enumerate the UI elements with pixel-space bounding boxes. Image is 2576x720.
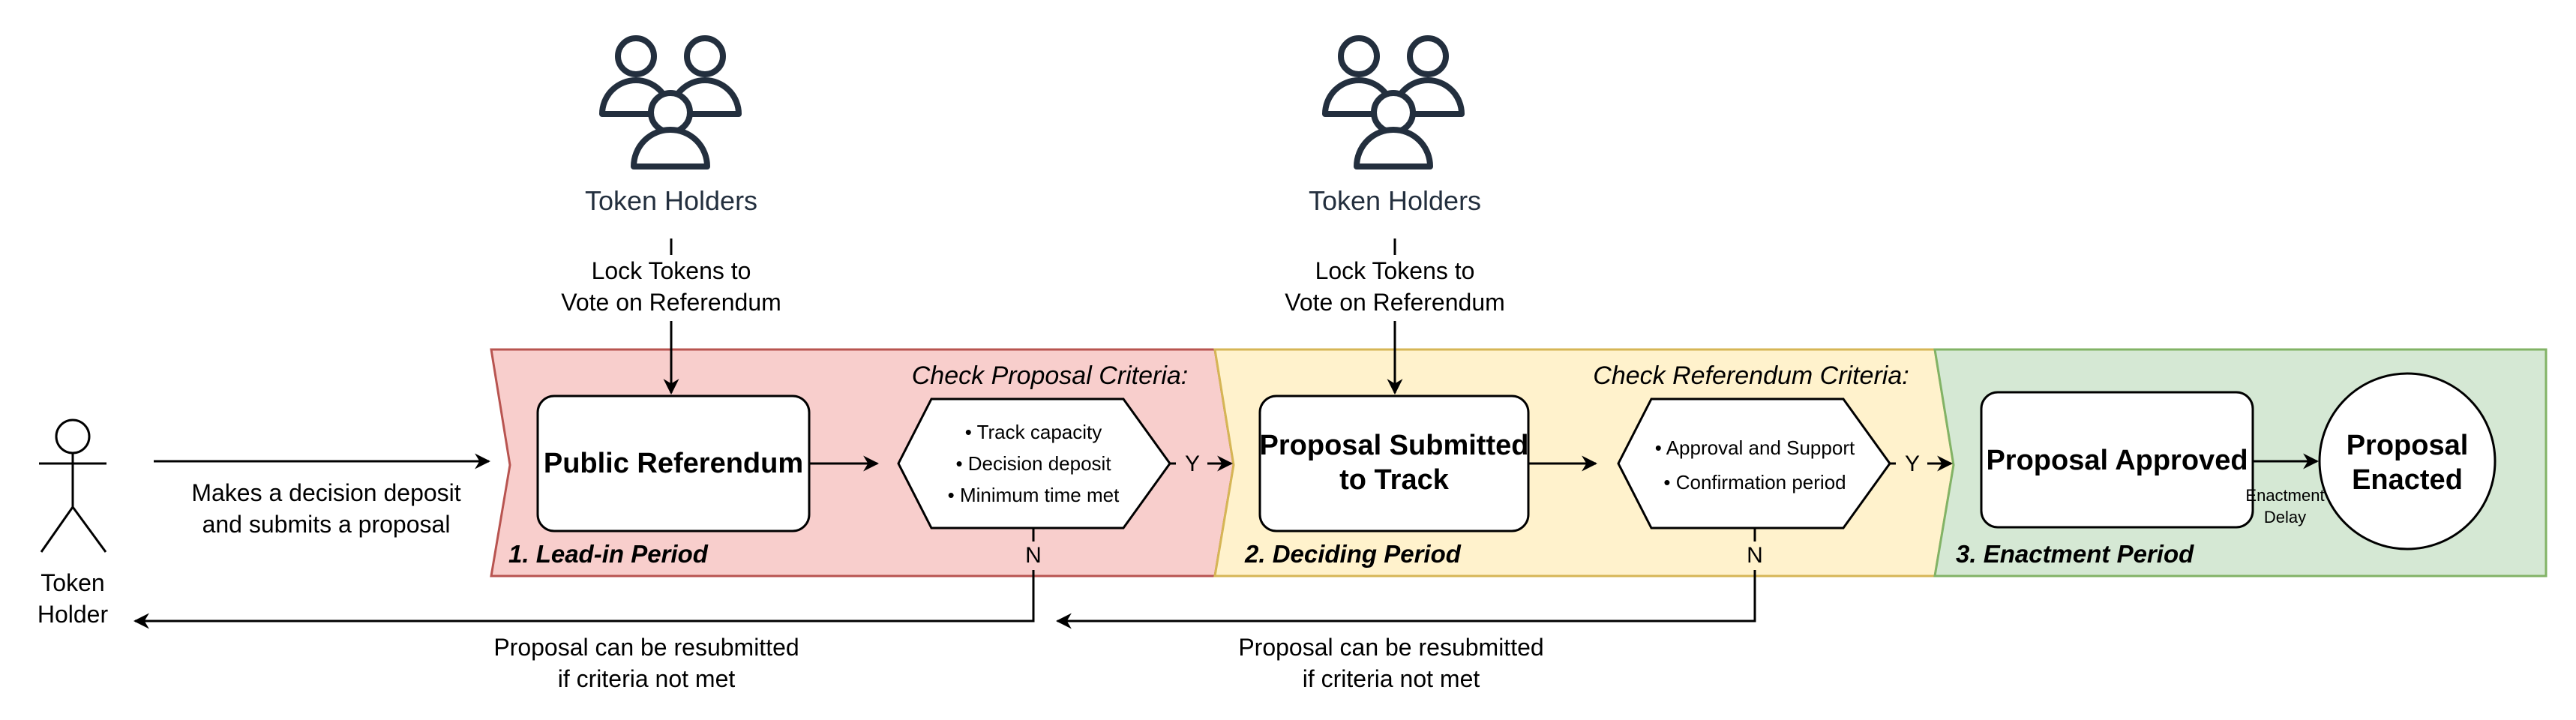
- submit-note-line2: and submits a proposal: [202, 511, 451, 538]
- phase-label-enactment: 3. Enactment Period: [1956, 540, 2194, 568]
- proposal-criterion: • Decision deposit: [955, 452, 1111, 475]
- enactment-delay-line1: Enactment: [2245, 486, 2324, 505]
- lock-tokens-1-line2: Vote on Referendum: [561, 289, 781, 316]
- proposal-enacted-label-line2: Enacted: [2352, 464, 2463, 496]
- lock-tokens-1-line1: Lock Tokens to: [592, 257, 751, 284]
- proposal-criteria-title: Check Proposal Criteria:: [912, 362, 1188, 390]
- phase-label-lead-in: 1. Lead-in Period: [508, 540, 709, 568]
- resubmit-note-1-line2: if criteria not met: [558, 665, 736, 692]
- proposal-approved-box: [1980, 391, 2254, 529]
- lock-tokens-2-line1: Lock Tokens to: [1315, 257, 1475, 284]
- token-holders-group-icon: [599, 35, 742, 170]
- referendum-criterion: • Confirmation period: [1663, 471, 1846, 494]
- resubmit-note-2-line2: if criteria not met: [1303, 665, 1480, 692]
- actor-label-line1: Token: [40, 569, 104, 596]
- proposal-criterion: • Track capacity: [965, 421, 1102, 443]
- actor-label-line2: Holder: [37, 601, 109, 628]
- resubmit-arrow-2: [1055, 570, 1756, 629]
- token-holders-group-icon: [1322, 35, 1465, 170]
- voters-label-1: Token Holders: [585, 185, 757, 216]
- voters-label-2: Token Holders: [1309, 185, 1481, 216]
- proposal-criteria-decision: [897, 398, 1171, 530]
- submit-note-line1: Makes a decision deposit: [191, 479, 460, 506]
- token-holder-actor-icon: [39, 418, 107, 553]
- no-label-2: N: [1747, 543, 1763, 568]
- public-referendum-label: Public Referendum: [544, 448, 803, 479]
- proposal-criterion: • Minimum time met: [948, 484, 1120, 506]
- resubmit-arrow-1: [133, 570, 1035, 629]
- referendum-criteria-decision: [1617, 398, 1891, 530]
- no-label-1: N: [1025, 543, 1042, 568]
- proposal-approved-label: Proposal Approved: [1986, 445, 2248, 476]
- phase-label-deciding: 2. Deciding Period: [1244, 540, 1462, 568]
- resubmit-note-1-line1: Proposal can be resubmitted: [493, 634, 799, 661]
- enactment-delay-line2: Delay: [2264, 508, 2306, 526]
- proposal-submitted-label-line2: to Track: [1339, 464, 1450, 496]
- resubmit-note-2-line1: Proposal can be resubmitted: [1238, 634, 1543, 661]
- referendum-criteria-title: Check Referendum Criteria:: [1593, 362, 1909, 390]
- proposal-submitted-label-line1: Proposal Submitted: [1260, 430, 1529, 461]
- referendum-criterion: • Approval and Support: [1655, 436, 1855, 459]
- yes-label-1: Y: [1185, 452, 1200, 476]
- yes-label-2: Y: [1905, 452, 1920, 476]
- proposal-enacted-label-line1: Proposal: [2347, 430, 2469, 461]
- lock-tokens-2-line2: Vote on Referendum: [1285, 289, 1505, 316]
- proposal-submitted-box: [1258, 394, 1530, 532]
- proposal-enacted-circle: [2318, 372, 2497, 550]
